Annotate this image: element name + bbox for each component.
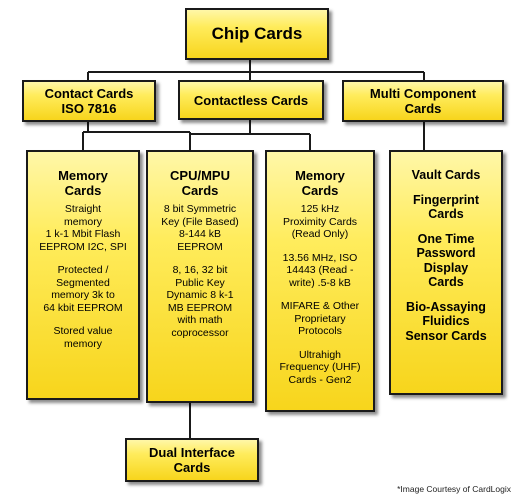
contact-cards-label-1: Contact Cards bbox=[44, 86, 134, 101]
chip-cards-title: Chip Cards bbox=[211, 24, 303, 43]
contact-cards-label-2: ISO 7816 bbox=[61, 101, 117, 116]
dual-interface-label-1: Dual Interface bbox=[149, 445, 235, 460]
list-item: Vault Cards bbox=[411, 168, 481, 182]
image-credit: *Image Courtesy of CardLogix bbox=[397, 484, 511, 494]
multi-component-cards-node: Multi Component Cards bbox=[342, 80, 504, 122]
multi-component-label-1: Multi Component bbox=[369, 86, 477, 101]
multi-component-label-2: Cards bbox=[404, 101, 442, 116]
dual-interface-cards-node: Dual Interface Cards bbox=[125, 438, 259, 482]
contactless-cards-node: Contactless Cards bbox=[178, 80, 324, 120]
chip-cards-root: Chip Cards bbox=[185, 8, 329, 60]
contact-cards-node: Contact Cards ISO 7816 bbox=[22, 80, 156, 122]
contactless-cards-label: Contactless Cards bbox=[193, 92, 309, 108]
dual-interface-label-2: Cards bbox=[173, 460, 211, 475]
